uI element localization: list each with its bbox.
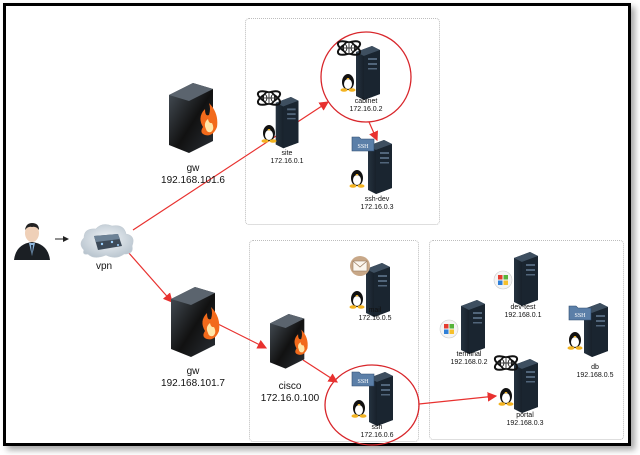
group-internal <box>429 240 624 440</box>
terminal-name: terminal <box>456 351 482 358</box>
portal-ip: 192.168.0.3 <box>506 420 544 428</box>
portal-name: portal <box>516 412 534 419</box>
site-label: site 172.16.0.1 <box>270 150 303 166</box>
cisco-ip: 172.16.0.100 <box>260 392 320 404</box>
gw-1-name: gw <box>186 163 200 174</box>
gw-1-ip: 192.168.101.6 <box>161 174 225 186</box>
gw-1-label: gw 192.168.101.6 <box>161 163 225 186</box>
terminal-ip: 192.168.0.2 <box>450 359 488 367</box>
ssh-dev-ip: 172.16.0.3 <box>360 204 394 212</box>
ssh-dev-label: ssh-dev 172.16.0.3 <box>360 196 393 212</box>
portal-label: portal 192.168.0.3 <box>507 412 544 428</box>
dev-test-name: dev-test <box>510 304 536 311</box>
cabinet-ip: 172.16.0.2 <box>349 106 383 114</box>
cabinet-name: cabinet <box>354 98 378 105</box>
cabinet-label: cabinet 172.16.0.2 <box>349 98 382 114</box>
mail-name: mail <box>368 307 382 314</box>
dev-test-label: dev-test 192.168.0.1 <box>505 304 542 320</box>
vpn-label: vpn <box>95 261 113 272</box>
db-ip: 192.168.0.5 <box>576 372 614 380</box>
ssh-dev-name: ssh-dev <box>364 196 390 203</box>
gw-2-name: gw <box>186 366 200 377</box>
ssh-ip: 172.16.0.6 <box>360 432 394 440</box>
mail-ip: 172.16.0.5 <box>358 315 392 323</box>
cisco-label: cisco 172.16.0.100 <box>261 381 319 404</box>
site-name: site <box>281 150 293 157</box>
db-name: db <box>591 364 599 371</box>
group-dmz-top <box>245 18 440 225</box>
db-label: db 192.168.0.5 <box>577 364 614 380</box>
cisco-name: cisco <box>278 381 302 392</box>
ssh-label: ssh 172.16.0.6 <box>360 424 393 440</box>
mail-label: mail 172.16.0.5 <box>358 307 391 323</box>
site-ip: 172.16.0.1 <box>270 158 304 166</box>
dev-test-ip: 192.168.0.1 <box>504 312 542 320</box>
gw-2-ip: 192.168.101.7 <box>161 377 225 389</box>
ssh-name: ssh <box>371 424 383 431</box>
group-dmz-bottom <box>249 240 419 442</box>
terminal-label: terminal 192.168.0.2 <box>451 351 488 367</box>
gw-2-label: gw 192.168.101.7 <box>161 366 225 389</box>
